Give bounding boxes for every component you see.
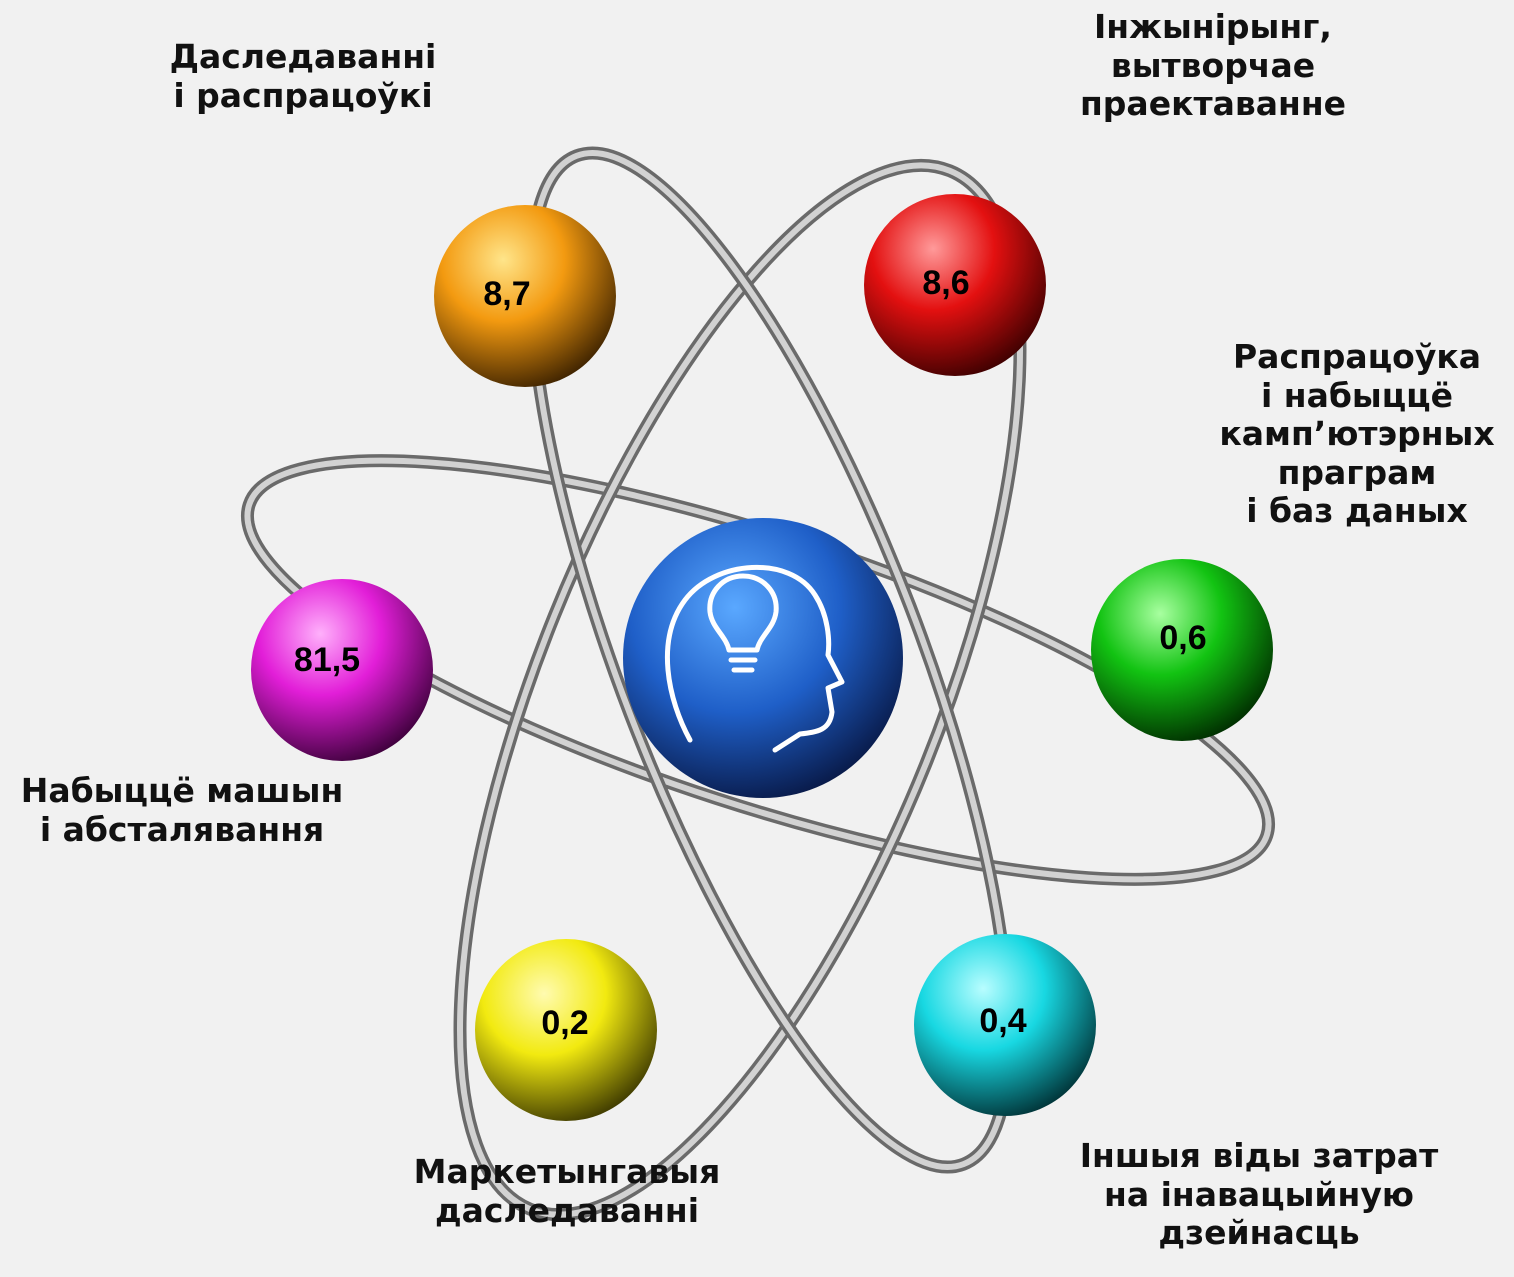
electron-other: 0,4: [914, 934, 1096, 1116]
electron-rnd: 8,7: [434, 205, 616, 387]
electron-machinery: 81,5: [251, 579, 433, 761]
label-software: Распрацоўка і набыццё камп’ютэрных прагр…: [1202, 338, 1512, 531]
value-other: 0,4: [979, 1002, 1026, 1040]
value-engineering: 8,6: [922, 264, 969, 302]
electron-marketing: 0,2: [475, 939, 657, 1121]
value-marketing: 0,2: [541, 1004, 588, 1042]
value-software: 0,6: [1159, 619, 1206, 657]
label-machinery: Набыццё машын і абсталявання: [4, 772, 360, 849]
nucleus: [623, 518, 903, 798]
electron-software: 0,6: [1091, 559, 1273, 741]
label-rnd: Даследаванні і распрацоўкі: [120, 38, 486, 115]
value-rnd: 8,7: [483, 275, 530, 313]
label-other: Іншыя віды затрат на інавацыйную дзейнас…: [1040, 1137, 1478, 1253]
electron-engineering: 8,6: [864, 194, 1046, 376]
label-engineering: Інжынірынг, вытворчае праектаванне: [1030, 8, 1396, 124]
label-marketing: Маркетынгавыя даследаванні: [376, 1153, 758, 1230]
value-machinery: 81,5: [294, 641, 360, 679]
